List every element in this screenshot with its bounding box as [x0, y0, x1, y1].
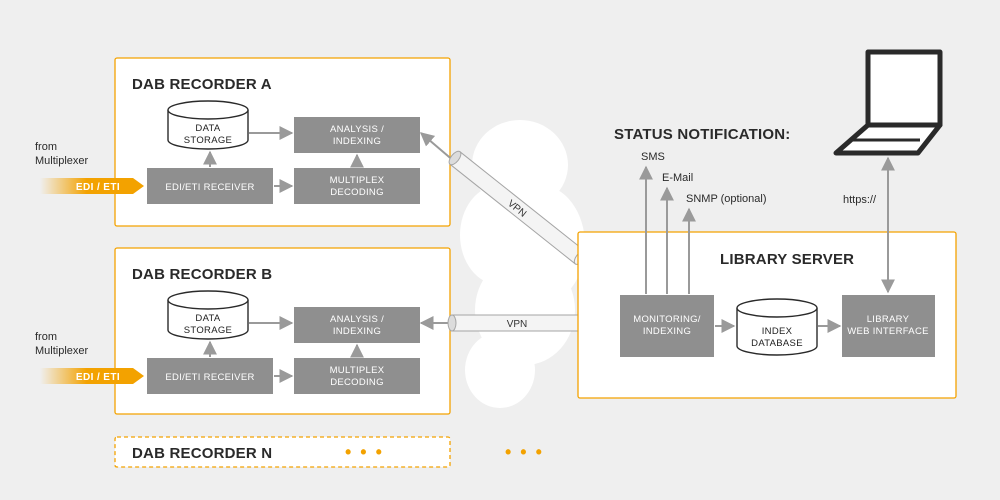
svg-text:INDEXING: INDEXING: [643, 326, 691, 337]
background-cloud: [460, 120, 585, 408]
svg-text:ANALYSIS /: ANALYSIS /: [330, 314, 384, 325]
svg-text:STORAGE: STORAGE: [184, 135, 232, 146]
svg-text:DECODING: DECODING: [330, 187, 384, 198]
recorder-a-analysis-box: ANALYSIS / INDEXING: [294, 117, 420, 153]
vpn-b-label: VPN: [507, 319, 528, 330]
vpn-tunnel-a: VPN: [419, 132, 619, 302]
recorder-b-receiver-box: EDI/ETI RECEIVER: [147, 358, 273, 394]
recorder-b-from-label: from: [35, 331, 57, 343]
svg-text:DECODING: DECODING: [330, 377, 384, 388]
status-email-label: E-Mail: [662, 172, 693, 184]
svg-text:EDI/ETI RECEIVER: EDI/ETI RECEIVER: [165, 182, 254, 193]
recorder-a-title: DAB RECORDER A: [132, 76, 272, 93]
library-server-panel: LIBRARY SERVER MONITORING/ INDEXING INDE…: [577, 231, 957, 399]
laptop-icon: [833, 49, 943, 156]
recorder-a-multiplexer-label: Multiplexer: [35, 155, 89, 167]
svg-text:EDI / ETI: EDI / ETI: [76, 372, 120, 383]
recorder-a-panel: DAB RECORDER A DATA STORAGE ANALYSIS / I…: [114, 57, 451, 227]
recorder-a-edi-input-arrow: EDI / ETI: [40, 178, 144, 194]
svg-text:MONITORING/: MONITORING/: [633, 314, 701, 325]
recorder-b-edi-input-arrow: EDI / ETI: [40, 368, 144, 384]
recorder-b-analysis-box: ANALYSIS / INDEXING: [294, 307, 420, 343]
svg-text:LIBRARY: LIBRARY: [867, 314, 910, 325]
https-label: https://: [843, 194, 877, 206]
recorder-b-multiplexer-label: Multiplexer: [35, 345, 89, 357]
status-snmp-label: SNMP (optional): [686, 193, 767, 205]
recorder-b-title: DAB RECORDER B: [132, 266, 272, 283]
svg-text:EDI / ETI: EDI / ETI: [76, 182, 120, 193]
svg-text:INDEXING: INDEXING: [333, 136, 381, 147]
recorder-a-from-label: from: [35, 141, 57, 153]
svg-text:DATA: DATA: [195, 313, 220, 324]
recorder-b-data-storage: DATA STORAGE: [167, 290, 249, 340]
svg-text:ANALYSIS /: ANALYSIS /: [330, 124, 384, 135]
recorder-b-panel: DAB RECORDER B DATA STORAGE ANALYSIS / I…: [114, 247, 451, 415]
recorder-a-decoding-box: MULTIPLEX DECODING: [294, 168, 420, 204]
svg-text:WEB INTERFACE: WEB INTERFACE: [847, 326, 929, 337]
index-database: INDEX DATABASE: [736, 298, 818, 356]
recorder-n-dots: • • •: [345, 442, 384, 462]
status-sms-label: SMS: [641, 151, 665, 163]
svg-text:INDEXING: INDEXING: [333, 326, 381, 337]
svg-text:INDEX: INDEX: [762, 326, 793, 337]
recorder-b-decoding-box: MULTIPLEX DECODING: [294, 358, 420, 394]
svg-text:EDI/ETI RECEIVER: EDI/ETI RECEIVER: [165, 372, 254, 383]
svg-text:DATABASE: DATABASE: [751, 338, 803, 349]
monitoring-indexing-box: MONITORING/ INDEXING: [620, 295, 714, 357]
svg-text:DATA: DATA: [195, 123, 220, 134]
library-server-title: LIBRARY SERVER: [720, 251, 854, 268]
recorder-n-title: DAB RECORDER N: [132, 445, 272, 462]
status-notification-title: STATUS NOTIFICATION:: [614, 126, 790, 143]
more-recorders-dots: • • •: [505, 442, 544, 462]
svg-text:MULTIPLEX: MULTIPLEX: [330, 365, 385, 376]
svg-text:STORAGE: STORAGE: [184, 325, 232, 336]
library-web-interface-box: LIBRARY WEB INTERFACE: [842, 295, 935, 357]
recorder-a-receiver-box: EDI/ETI RECEIVER: [147, 168, 273, 204]
recorder-n-panel: DAB RECORDER N • • •: [114, 436, 451, 468]
recorder-a-data-storage: DATA STORAGE: [167, 100, 249, 150]
svg-text:MULTIPLEX: MULTIPLEX: [330, 175, 385, 186]
